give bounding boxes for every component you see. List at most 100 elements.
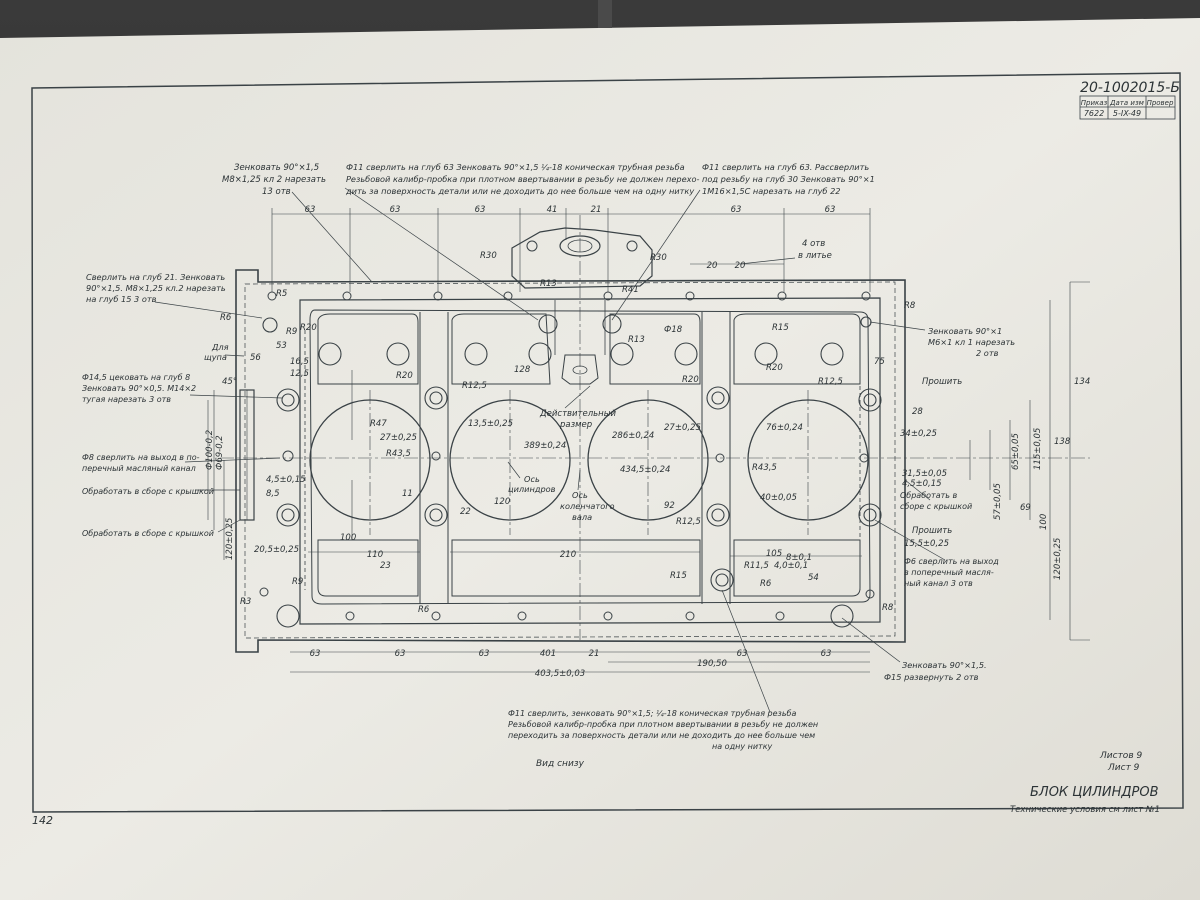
dim-text: 190,50 (697, 659, 727, 669)
dim-text: R6 (418, 605, 430, 615)
dim-text: 115±0,05 (1033, 428, 1043, 470)
dim-text: R8 (882, 603, 894, 613)
note-right-machine: Обработать в сборе с крышкой (900, 491, 972, 511)
dim-text: 12,5 (290, 369, 309, 379)
dim-text: 21 (589, 649, 600, 659)
dim-text: R9 (286, 327, 297, 337)
dim-text: 286±0,24 (612, 431, 654, 441)
dim-text: 63 (821, 649, 832, 659)
note-cylinder-axis: Ось цилиндров (508, 474, 556, 494)
dim-misc-small: Ф18 27±0,25 389±0,24 286±0,24 434,5±0,24… (205, 325, 1063, 583)
dim-text: 20 (735, 261, 746, 271)
note-line: М8×1,25 кл 2 нарезать (222, 175, 326, 185)
dim-text: 110 (367, 550, 383, 560)
dim-text: 31,5±0,05 (902, 469, 947, 479)
note-bottom-center: Ф11 сверлить, зенковать 90°×1,5; ¼-18 ко… (508, 709, 818, 751)
dim-text: 53 (276, 341, 287, 351)
revision-table (1079, 95, 1176, 120)
note-right-counter: Зенковать 90°×1 М6×1 кл 1 нарезать 2 отв (928, 326, 1015, 358)
dim-text: 40±0,05 (760, 493, 797, 503)
note-machine-with-cap-2: Обработать в сборе с крышкой (82, 529, 214, 538)
dim-text: R11,5 (744, 561, 769, 571)
note-line: тугая нарезать 3 отв (82, 395, 171, 404)
dim-text: R12,5 (462, 381, 487, 391)
dim-text: R20 (396, 371, 413, 381)
note-dipstick: Для щупа (204, 342, 229, 362)
dim-text: R8 (904, 301, 916, 311)
dim-text: 69 (1020, 503, 1031, 513)
dim-text: 8,5 (266, 489, 280, 499)
note-line: 90°×1,5. М8×1,25 кл.2 нарезать (86, 283, 226, 293)
dim-text: 63 (479, 649, 490, 659)
note-line: Резьбовой калибр-пробка при плотном ввер… (508, 720, 818, 729)
dim-text: R3 (240, 597, 251, 607)
note-prosh-2: Прошить (912, 526, 952, 536)
page-number: 142 (32, 814, 53, 827)
dim-text: 63 (390, 205, 401, 215)
note-top-center: Ф11 сверлить на глуб 63 Зенковать 90°×1,… (345, 162, 699, 196)
dim-text: R43,5 (752, 463, 777, 473)
dim-text: 210 (560, 550, 576, 560)
dim-text: 45° (222, 377, 237, 387)
dim-text: 4,0±0,1 (774, 561, 808, 571)
note-bottom-right-counter: Зенковать 90°×1,5. Ф15 развернуть 2 отв (884, 660, 987, 682)
dim-text: R20 (300, 323, 317, 333)
dim-text: 56 (250, 353, 261, 363)
dimension-lines (207, 208, 1090, 673)
note-line: Зенковать 90°×0,5. М14×2 (82, 384, 196, 393)
dim-text: 54 (808, 573, 819, 583)
document-number: 20-1002015-Б (1080, 80, 1180, 96)
note-line: в литье (798, 251, 832, 261)
note-line: Ф11 сверлить, зенковать 90°×1,5; ¼-18 ко… (508, 709, 796, 718)
dim-text: 63 (310, 649, 321, 659)
dim-text: 92 (664, 501, 675, 511)
note-top-right: Ф11 сверлить на глуб 63. Рассверлить под… (702, 162, 875, 196)
dim-text: 20,5±0,25 (254, 545, 299, 555)
note-line: перечный масляный канал (82, 464, 196, 473)
rev-date-value: 5-IX-49 (1113, 109, 1141, 118)
dim-text: 389±0,24 (524, 441, 566, 451)
dim-text: R9 (292, 577, 303, 587)
sheets-total: Листов 9 (1099, 751, 1142, 761)
paper-sheet (0, 18, 1200, 900)
dim-text: 4,5±0,15 (266, 475, 306, 485)
dim-text: 57±0,05 (993, 483, 1003, 520)
rev-header-date: Дата изм (1109, 99, 1145, 107)
dim-text: 34±0,25 (900, 429, 937, 439)
note-line: Ф8 сверлить на выход в по- (82, 453, 200, 462)
binder-clip (598, 0, 612, 28)
note-line: ный канал 3 отв (904, 579, 973, 588)
note-line: под резьбу на глуб 30 Зенковать 90°×1 (702, 174, 875, 184)
note-actual-size: Действительный размер (539, 409, 616, 430)
note-line: Зенковать 90°×1 (928, 326, 1002, 336)
small-holes (259, 291, 875, 621)
dim-text: 41 (547, 205, 558, 215)
dim-text: 20 (707, 261, 718, 271)
dim-text: 21 (591, 205, 602, 215)
radius-labels: R5 R6 R9 R20 R20 R12,5 R43,5 R47 R30 R41… (220, 251, 916, 615)
dim-text: R6 (760, 579, 772, 589)
note-line: сборе с крышкой (900, 502, 972, 511)
note-line: Резьбовой калибр-пробка при плотном ввер… (346, 174, 699, 184)
rev-order-value: 7622 (1084, 109, 1104, 118)
dim-text: R43,5 (386, 449, 411, 459)
dim-top-row: 63 63 63 41 21 63 63 20 20 (305, 205, 836, 271)
note-line: Ф15 развернуть 2 отв (884, 672, 979, 682)
dim-text: 23 (380, 561, 391, 571)
dim-text: R20 (766, 363, 783, 373)
note-line: Действительный (539, 409, 616, 419)
dim-text: R12,5 (818, 377, 843, 387)
note-line: дить за поверхность детали или не доходи… (345, 186, 694, 196)
dim-text: R6 (220, 313, 232, 323)
note-machine-with-cap-1: Обработать в сборе с крышкой (82, 487, 214, 496)
dim-text: 65±0,05 (1011, 433, 1021, 470)
note-line: Ф14,5 цековать на глуб 8 (82, 373, 190, 382)
dim-text: 27±0,25 (380, 433, 417, 443)
note-line: Зенковать 90°×1,5. (902, 660, 987, 670)
note-line: переходить за поверхность детали или не … (508, 731, 815, 740)
dim-text: R15 (772, 323, 789, 333)
note-right-ph6: Ф6 сверлить на выход в поперечный масля-… (904, 557, 999, 588)
dim-text: R12,5 (676, 517, 701, 527)
dim-text: 16,5 (290, 357, 309, 367)
dim-text: 434,5±0,24 (620, 465, 670, 475)
